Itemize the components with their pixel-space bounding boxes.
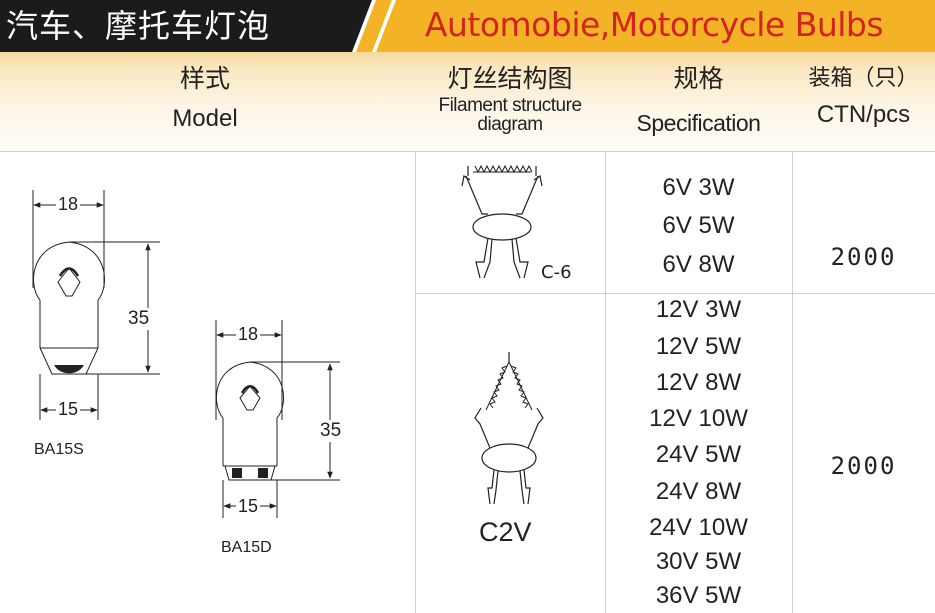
ba15s-model-name: BA15S xyxy=(34,441,84,458)
spec-item: 36V 5W xyxy=(655,582,742,609)
filament-c2v-label: C2V xyxy=(479,517,532,547)
spec-item: 24V 5W xyxy=(655,441,742,468)
header-ctn-cn: 装箱（只） xyxy=(808,66,919,91)
header-spec: 规格 Specification xyxy=(605,64,792,138)
banner-background xyxy=(0,0,935,52)
spec-item: 12V 10W xyxy=(649,405,748,432)
header-ctn-en: CTN/pcs xyxy=(816,101,911,128)
ba15d-height-dim: 35 xyxy=(320,420,342,442)
group-separator xyxy=(415,293,935,294)
column-rule-model xyxy=(415,151,416,613)
table-header: 样式 Model 灯丝结构图 Filament structure diagra… xyxy=(0,52,935,151)
spec-item: 6V 8W xyxy=(662,251,735,278)
banner-dark-band xyxy=(0,0,372,52)
header-spec-en: Specification xyxy=(636,110,761,136)
banner-title-cn: 汽车、摩托车灯泡 xyxy=(6,7,271,45)
ba15s-height-dim: 35 xyxy=(128,308,150,330)
spec-item: 30V 5W xyxy=(655,548,742,575)
spec-item: 6V 3W xyxy=(662,174,735,201)
spec-item: 24V 10W xyxy=(649,514,748,541)
bulb-ba15d-drawing xyxy=(215,320,340,518)
spec-item: 12V 5W xyxy=(655,333,742,360)
header-model-cn: 样式 xyxy=(179,64,230,93)
header-spec-cn: 规格 xyxy=(673,64,724,93)
header-filament-cn: 灯丝结构图 xyxy=(447,64,573,93)
header-model: 样式 Model xyxy=(0,64,410,134)
bulb-ba15s-drawing xyxy=(32,190,160,420)
spec-item: 12V 8W xyxy=(655,369,742,396)
ctn-group-1: 2000 xyxy=(830,243,897,271)
header-bottom-rule xyxy=(0,151,935,152)
filament-c6-label: C-6 xyxy=(541,262,572,283)
banner-title-en: Automobie,Motorcycle Bulbs xyxy=(424,5,884,44)
ba15s-base-dim: 15 xyxy=(56,399,81,420)
filament-c2v-drawing xyxy=(474,352,544,505)
header-filament-en-line1: Filament structure xyxy=(438,95,582,116)
column-rule-spec xyxy=(792,151,793,613)
banner-accent-stripe xyxy=(356,0,392,52)
header-filament: 灯丝结构图 Filament structure diagram xyxy=(415,64,605,134)
spec-item: 12V 3W xyxy=(655,296,742,323)
spec-item: 6V 5W xyxy=(662,212,735,239)
ba15d-model-name: BA15D xyxy=(221,539,272,556)
ctn-group-2: 2000 xyxy=(830,452,897,480)
ba15d-base-dim: 15 xyxy=(236,496,261,517)
banner: 汽车、摩托车灯泡 Automobie,Motorcycle Bulbs xyxy=(0,0,935,52)
spec-item: 24V 8W xyxy=(655,478,742,505)
column-rule-filament xyxy=(605,151,606,613)
ba15d-width-dim: 18 xyxy=(236,324,261,345)
header-filament-en-line2: diagram xyxy=(477,114,543,135)
filament-c6-drawing xyxy=(461,164,543,279)
ba15s-width-dim: 18 xyxy=(56,194,81,215)
header-ctn: 装箱（只） CTN/pcs xyxy=(792,64,935,130)
banner-accent-band xyxy=(376,0,935,52)
header-model-en: Model xyxy=(172,105,238,132)
